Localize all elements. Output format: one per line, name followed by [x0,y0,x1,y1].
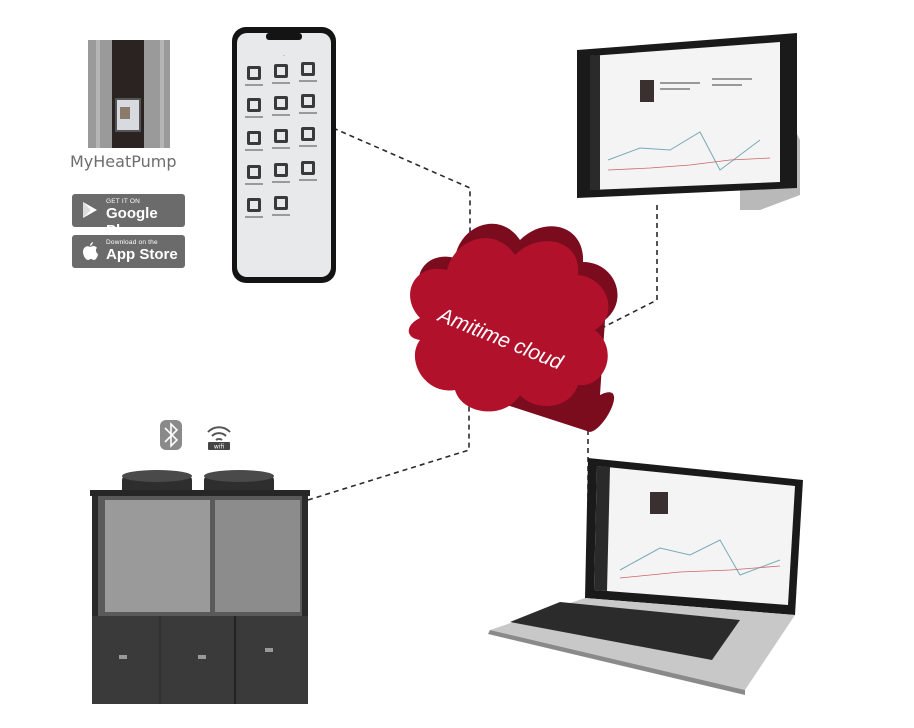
google-play-small-text: GET IT ON [106,198,141,205]
cloud: Amitime cloud [408,223,618,432]
controller-device [88,40,170,148]
laptop [488,458,803,695]
wifi-caption: wifi [214,444,225,451]
app-store-big-text: App Store [106,246,178,263]
svg-text:.: . [283,51,285,58]
google-play-icon [83,202,97,218]
smartphone: . [232,27,336,283]
heat-pump-unit [90,470,310,704]
app-store-small-text: Download on the [106,239,158,246]
app-name: MyHeatPump [70,152,177,171]
tablet [577,33,800,210]
bluetooth-icon [160,420,182,450]
line-tablet-cloud [587,205,658,336]
wifi-icon: wifi [207,426,231,451]
google-play-badge[interactable]: GET IT ON Google Play [72,194,185,239]
line-phone-cloud [332,127,471,300]
app-store-badge[interactable]: Download on the App Store [72,235,185,268]
line-heatpump-cloud [307,355,470,501]
apple-icon [83,242,98,260]
google-play-big-text: Google Play [106,205,158,239]
